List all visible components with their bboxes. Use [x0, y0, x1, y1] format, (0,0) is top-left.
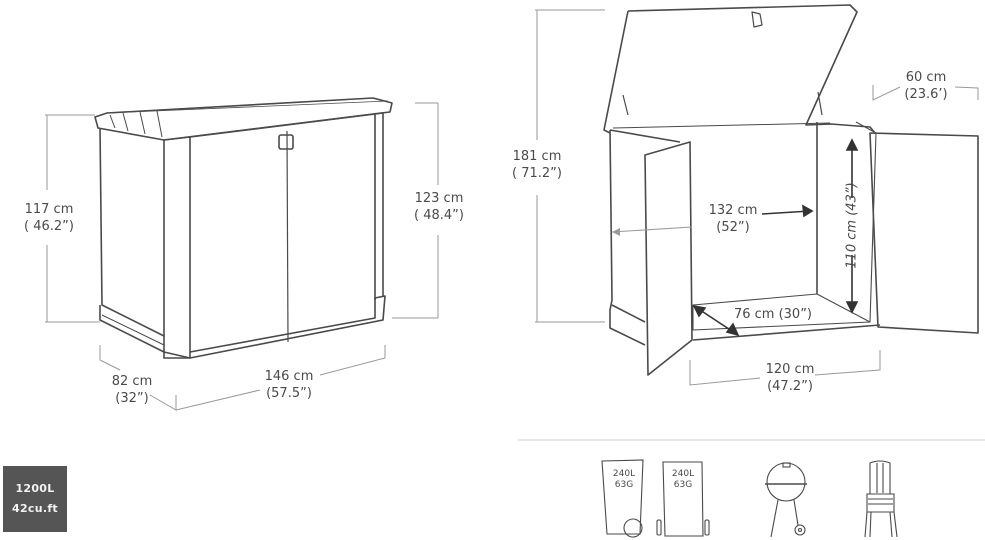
base-width-label: 120 cm (47.2”)	[758, 361, 822, 395]
height-front-in: ( 46.2”)	[24, 219, 74, 234]
width-in: (57.5”)	[266, 386, 312, 401]
bin-2-liters: 240L	[671, 469, 695, 479]
door-width-label: 60 cm (23.6’)	[892, 69, 960, 103]
height-lid-open-cm: 181 cm	[512, 149, 562, 164]
height-front-cm: 117 cm	[24, 202, 74, 217]
depth-in: (32”)	[115, 391, 149, 406]
height-lid-open-in: ( 71.2”)	[512, 166, 562, 181]
capacity-badge: 1200L 42cu.ft	[3, 466, 67, 532]
kettle-grill-icon	[765, 462, 807, 538]
width-cm: 146 cm	[264, 369, 314, 384]
height-back-cm: 123 cm	[414, 191, 464, 206]
interior-width-label: 132 cm (52”)	[698, 202, 768, 236]
interior-depth-label: 76 cm (30”)	[733, 307, 813, 322]
capacity-liters: 1200L	[15, 482, 55, 495]
bin-1-gallons: 63G	[614, 480, 634, 490]
bin-2-capacity: 240L 63G	[667, 469, 699, 491]
bin-1-liters: 240L	[612, 469, 636, 479]
depth-cm: 82 cm	[111, 374, 153, 389]
wheelie-bin-icon-2	[656, 461, 710, 537]
bin-1-capacity: 240L 63G	[608, 469, 640, 491]
base-width-in: (47.2”)	[767, 379, 813, 394]
height-back-label: 123 cm ( 48.4”)	[404, 190, 474, 224]
interior-height-label: 110 cm (43”)	[844, 182, 860, 269]
wheelie-bin-icon-1	[601, 459, 644, 538]
capacity-cubic-feet: 42cu.ft	[12, 502, 58, 515]
open-shed-drawing	[603, 4, 979, 376]
interior-width-in: (52”)	[716, 220, 750, 235]
dimension-lines	[45, 9, 979, 411]
interior-arrows	[692, 138, 859, 337]
bin-2-gallons: 63G	[673, 480, 693, 490]
interior-width-cm: 132 cm	[708, 203, 758, 218]
stacked-chairs-icon	[864, 460, 898, 538]
door-width-cm: 60 cm	[905, 70, 947, 85]
base-width-cm: 120 cm	[765, 362, 815, 377]
closed-shed-drawing	[94, 97, 393, 359]
height-back-in: ( 48.4”)	[414, 208, 464, 223]
depth-label: 82 cm (32”)	[100, 373, 164, 407]
width-label: 146 cm (57.5”)	[252, 368, 326, 402]
door-width-in: (23.6’)	[904, 87, 948, 102]
height-front-label: 117 cm ( 46.2”)	[14, 201, 84, 235]
height-lid-open-label: 181 cm ( 71.2”)	[502, 148, 572, 182]
